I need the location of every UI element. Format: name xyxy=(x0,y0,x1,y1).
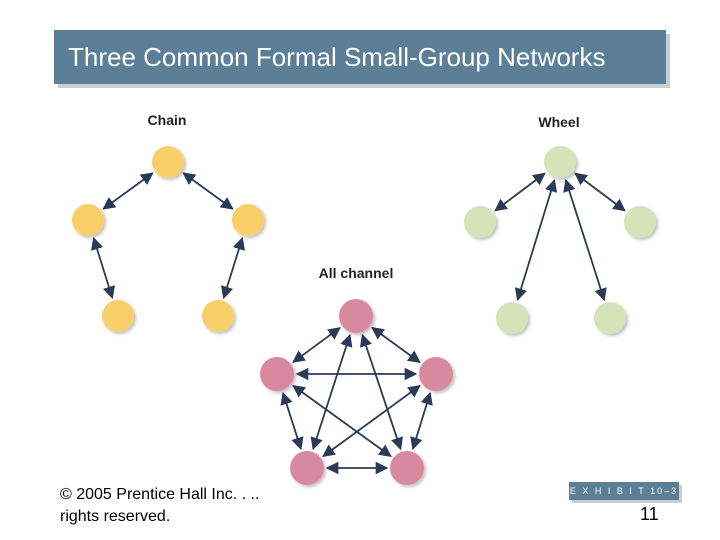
chain-label: Chain xyxy=(148,112,187,128)
all-channel-edge-0-1 xyxy=(292,327,341,363)
slide-title-text: Three Common Formal Small-Group Networks xyxy=(68,41,606,72)
page-number: 11 xyxy=(640,504,659,524)
wheel-edge-0-4 xyxy=(563,178,607,302)
all-channel-node-1 xyxy=(260,357,294,391)
exhibit-label: E X H I B I T 10–3 xyxy=(569,486,679,496)
all-channel-node-0 xyxy=(339,299,373,333)
wheel-edge-0-3 xyxy=(514,178,558,302)
all-channel-edge-1-3 xyxy=(280,391,304,451)
all-channel-edge-2-4 xyxy=(410,391,433,451)
wheel-label: Wheel xyxy=(538,114,579,130)
chain-node-4 xyxy=(202,300,234,332)
all-channel-edge-0-4 xyxy=(359,333,404,451)
copyright-notice: © 2005 Prentice Hall Inc. . .. rights re… xyxy=(60,486,260,525)
exhibit-badge: E X H I B I T 10–3 xyxy=(569,482,679,500)
all-channel-edge-0-2 xyxy=(371,326,421,364)
chain-edge-0-1 xyxy=(102,172,154,210)
chain-edge-2-4 xyxy=(221,236,245,300)
all-channel-edge-0-3 xyxy=(310,333,353,451)
all-channel-edge-1-4 xyxy=(292,384,392,458)
wheel-edge-0-2 xyxy=(574,172,626,212)
all-channel-node-2 xyxy=(419,357,453,391)
edges-layer xyxy=(91,172,626,475)
chain-node-0 xyxy=(152,146,184,178)
wheel-node-3 xyxy=(496,302,528,334)
all-channel-label: All channel xyxy=(319,265,394,281)
chain-node-2 xyxy=(232,204,264,236)
wheel-node-1 xyxy=(464,206,496,238)
wheel-node-2 xyxy=(624,206,656,238)
wheel-node-4 xyxy=(594,302,626,334)
slide-title: Three Common Formal Small-Group Networks xyxy=(54,30,666,84)
nodes-layer xyxy=(72,146,656,485)
all-channel-node-3 xyxy=(290,451,324,485)
wheel-node-0 xyxy=(544,146,576,178)
chain-node-1 xyxy=(72,204,104,236)
chain-edge-0-2 xyxy=(182,172,234,210)
all-channel-edge-2-3 xyxy=(322,385,421,457)
chain-edge-1-3 xyxy=(91,236,115,300)
all-channel-node-4 xyxy=(390,451,424,485)
chain-node-3 xyxy=(102,300,134,332)
wheel-edge-0-1 xyxy=(494,172,546,212)
